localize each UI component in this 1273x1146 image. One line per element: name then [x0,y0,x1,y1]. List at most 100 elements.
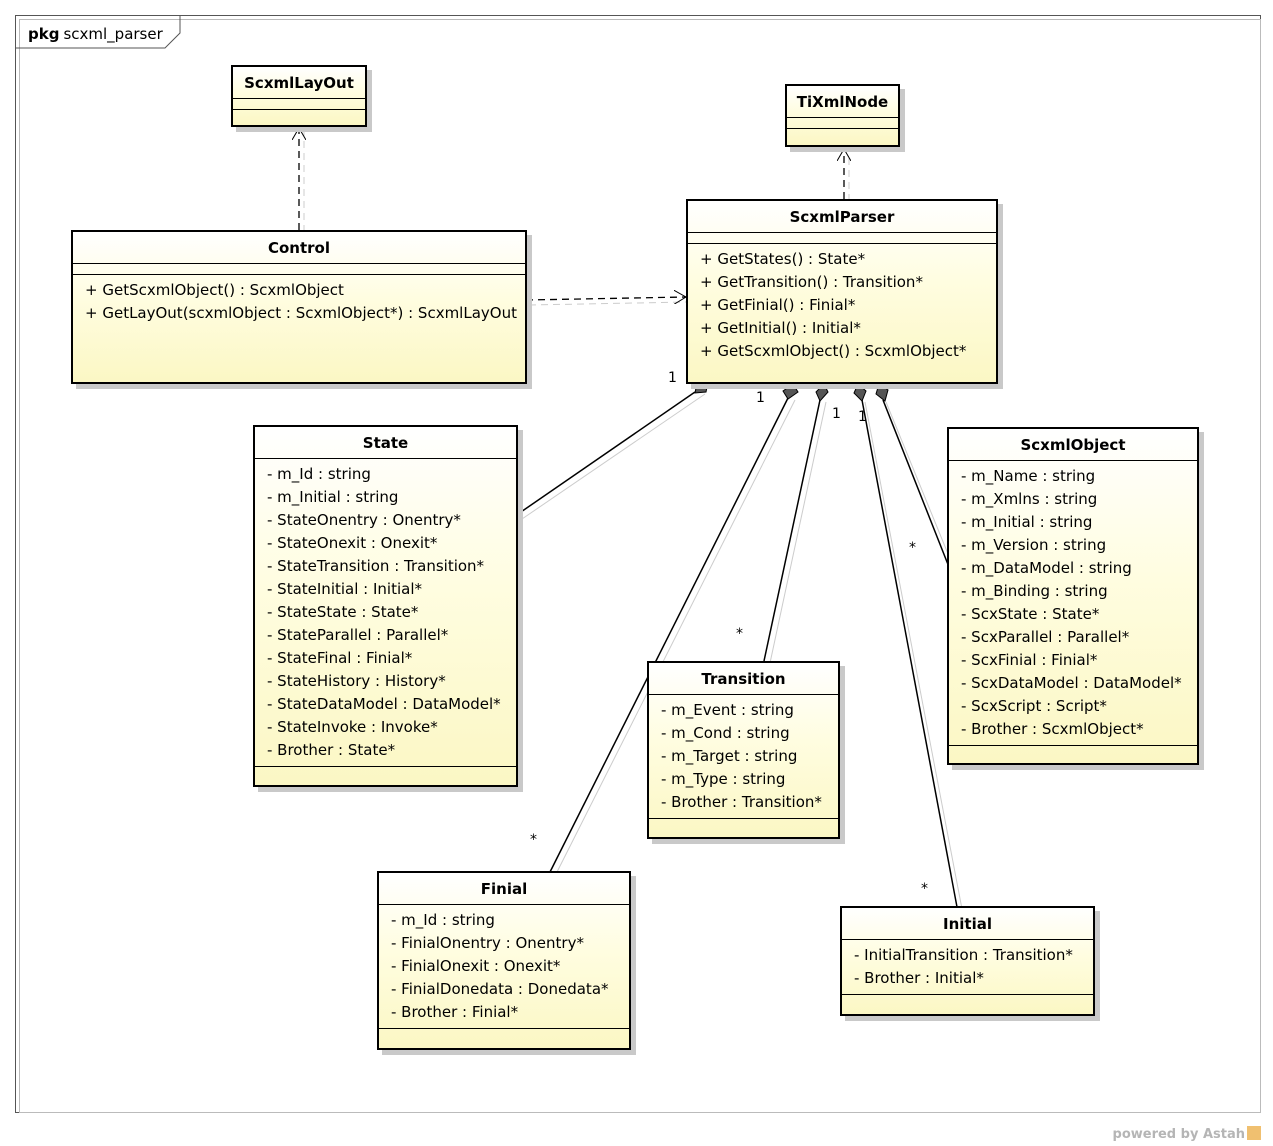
attribute-row: - ScxDataModel : DataModel* [961,674,1182,692]
attribute-row: - m_Name : string [961,467,1096,485]
attribute-row: - m_Id : string [267,465,371,483]
class-attributes-compartment [688,233,996,244]
attribute-row: - m_Type : string [661,770,786,788]
composition-scxmlparser-initial [853,383,958,908]
class-operations-compartment: + GetScxmlObject() : ScxmlObject + GetLa… [73,275,525,329]
class-scxmlobject[interactable]: ScxmlObject - m_Name : string - m_Xmlns … [947,427,1199,765]
multiplicity-initial-one: 1 [858,409,867,425]
class-operations-compartment [255,767,516,777]
operation-row: + GetScxmlObject() : ScxmlObject [85,281,344,299]
attribute-row: - Brother : State* [267,741,396,759]
attribute-row: - StateFinal : Finial* [267,649,413,667]
attribute-row: - m_Id : string [391,911,495,929]
attribute-row: - FinialOnexit : Onexit* [391,957,561,975]
attribute-row: - InitialTransition : Transition* [854,946,1073,964]
class-operations-compartment [233,110,365,120]
attribute-row: - m_Xmlns : string [961,490,1098,508]
attribute-row: - StateHistory : History* [267,672,446,690]
class-operations-compartment: + GetStates() : State* + GetTransition()… [688,244,996,367]
class-attributes-compartment: - InitialTransition : Transition* - Brot… [842,940,1093,995]
composition-diamond [815,383,829,402]
multiplicity-state-one: 1 [668,370,677,386]
class-operations-compartment [379,1029,629,1039]
multiplicity-initial-many: * [921,881,928,897]
attribute-row: - ScxFinial : Finial* [961,651,1098,669]
class-name: TiXmlNode [787,86,898,118]
operation-row: + GetScxmlObject() : ScxmlObject* [700,342,967,360]
composition-scxmlparser-state [517,381,709,515]
class-attributes-compartment [233,99,365,110]
attribute-row: - Brother : ScxmlObject* [961,720,1144,738]
class-name: Transition [649,663,838,695]
class-scxmllayout[interactable]: ScxmlLayOut [231,65,367,127]
multiplicity-finial-many: * [530,832,537,848]
attribute-row: - m_DataModel : string [961,559,1132,577]
multiplicity-finial-one: 1 [756,390,765,406]
class-attributes-compartment [73,264,525,275]
attribute-row: - ScxState : State* [961,605,1100,623]
class-attributes-compartment: - m_Name : string - m_Xmlns : string - m… [949,461,1197,746]
class-name: State [255,427,516,459]
class-operations-compartment [787,129,898,139]
class-state[interactable]: State - m_Id : string - m_Initial : stri… [253,425,518,787]
class-finial[interactable]: Finial - m_Id : string - FinialOnentry :… [377,871,631,1050]
operation-row: + GetInitial() : Initial* [700,319,861,337]
class-attributes-compartment: - m_Id : string - m_Initial : string - S… [255,459,516,767]
attribute-row: - m_Version : string [961,536,1107,554]
attribute-row: - m_Initial : string [267,488,399,506]
package-tab-outline [15,15,181,49]
operation-row: + GetTransition() : Transition* [700,273,923,291]
composition-scxmlparser-scxmlobject [875,383,950,568]
class-transition[interactable]: Transition - m_Event : string - m_Cond :… [647,661,840,839]
class-operations-compartment [949,746,1197,756]
class-name: Control [73,232,525,264]
composition-scxmlparser-transition [763,383,829,662]
attribute-row: - ScxParallel : Parallel* [961,628,1130,646]
attribute-row: - StateDataModel : DataModel* [267,695,501,713]
class-name: Initial [842,908,1093,940]
class-attributes-compartment: - m_Event : string - m_Cond : string - m… [649,695,838,819]
powered-by-text: powered by Astah [1112,1127,1245,1142]
package-name: scxml_parser [63,25,163,43]
attribute-row: - StateParallel : Parallel* [267,626,449,644]
multiplicity-transition-one: 1 [832,406,841,422]
class-operations-compartment [842,995,1093,1005]
package-keyword: pkg [28,25,60,43]
dependency-control-scxmlparser [525,297,686,300]
attribute-row: - m_Cond : string [661,724,790,742]
attribute-row: - Brother : Initial* [854,969,984,987]
multiplicity-transition-many: * [736,626,743,642]
operation-row: + GetFinial() : Finial* [700,296,856,314]
class-scxmlparser[interactable]: ScxmlParser + GetStates() : State* + Get… [686,199,998,384]
composition-diamond [782,383,799,400]
multiplicity-state-many: * [516,474,523,490]
operation-row: + GetStates() : State* [700,250,866,268]
attribute-row: - m_Initial : string [961,513,1093,531]
class-name: Finial [379,873,629,905]
composition-diamond [875,383,889,402]
astah-logo-icon [1247,1126,1261,1140]
attribute-row: - StateTransition : Transition* [267,557,485,575]
attribute-row: - ScxScript : Script* [961,697,1107,715]
powered-by-label: powered by Astah [1113,1126,1261,1142]
attribute-row: - FinialOnentry : Onentry* [391,934,584,952]
attribute-row: - Brother : Finial* [391,1003,519,1021]
attribute-row: - m_Target : string [661,747,798,765]
class-attributes-compartment: - m_Id : string - FinialOnentry : Onentr… [379,905,629,1029]
class-name: ScxmlParser [688,201,996,233]
attribute-row: - m_Event : string [661,701,794,719]
attribute-row: - StateOnexit : Onexit* [267,534,438,552]
class-name: ScxmlObject [949,429,1197,461]
class-name: ScxmlLayOut [233,67,365,99]
class-control[interactable]: Control + GetScxmlObject() : ScxmlObject… [71,230,527,384]
operation-row: + GetLayOut(scxmlObject : ScxmlObject*) … [85,304,517,322]
class-tixmlnode[interactable]: TiXmlNode [785,84,900,147]
attribute-row: - Brother : Transition* [661,793,822,811]
composition-scxmlparser-finial [549,383,799,873]
attribute-row: - FinialDonedata : Donedata* [391,980,609,998]
multiplicity-scxmlobject-many: * [909,540,916,556]
attribute-row: - StateInvoke : Invoke* [267,718,438,736]
attribute-row: - StateOnentry : Onentry* [267,511,461,529]
class-initial[interactable]: Initial - InitialTransition : Transition… [840,906,1095,1016]
